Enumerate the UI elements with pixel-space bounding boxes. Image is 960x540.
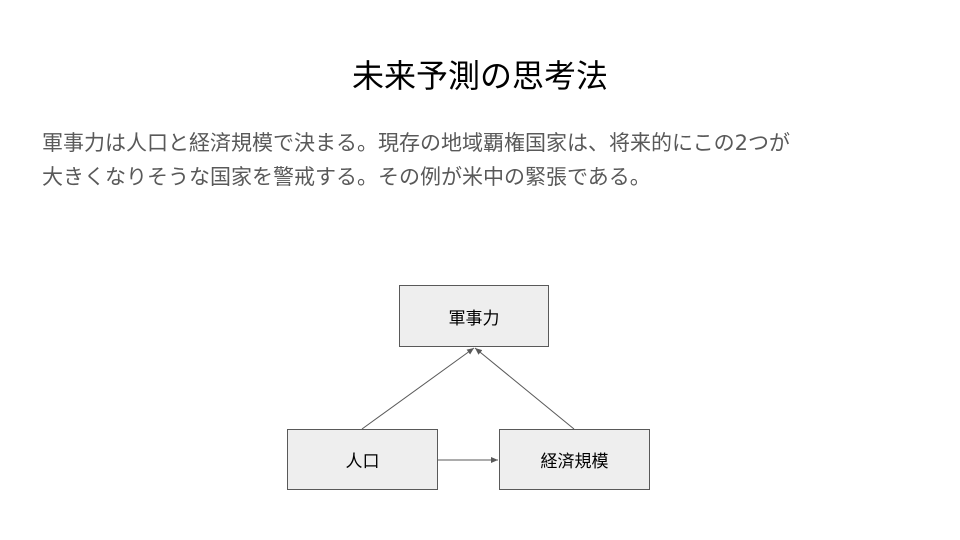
edge-economy-to-military [474,347,575,430]
node-military-power: 軍事力 [399,285,549,347]
node-population: 人口 [287,429,438,490]
slide-title: 未来予測の思考法 [351,57,608,95]
node-military-power-label: 軍事力 [448,308,500,329]
body-line-1: 軍事力は人口と経済規模で決まる。現存の地域覇権国家は、将来的にこの2つが [42,131,790,155]
node-economic-scale-label: 経済規模 [540,452,609,472]
node-population-label: 人口 [345,452,380,472]
edge-population-to-military [361,347,475,430]
body-line-2: 大きくなりそうな国家を警戒する。その例が米中の緊張である。 [42,165,651,189]
node-economic-scale: 経済規模 [499,429,650,490]
slide-body-text: 軍事力は人口と経済規模で決まる。現存の地域覇権国家は、将来的にこの2つが 大きく… [42,126,922,194]
